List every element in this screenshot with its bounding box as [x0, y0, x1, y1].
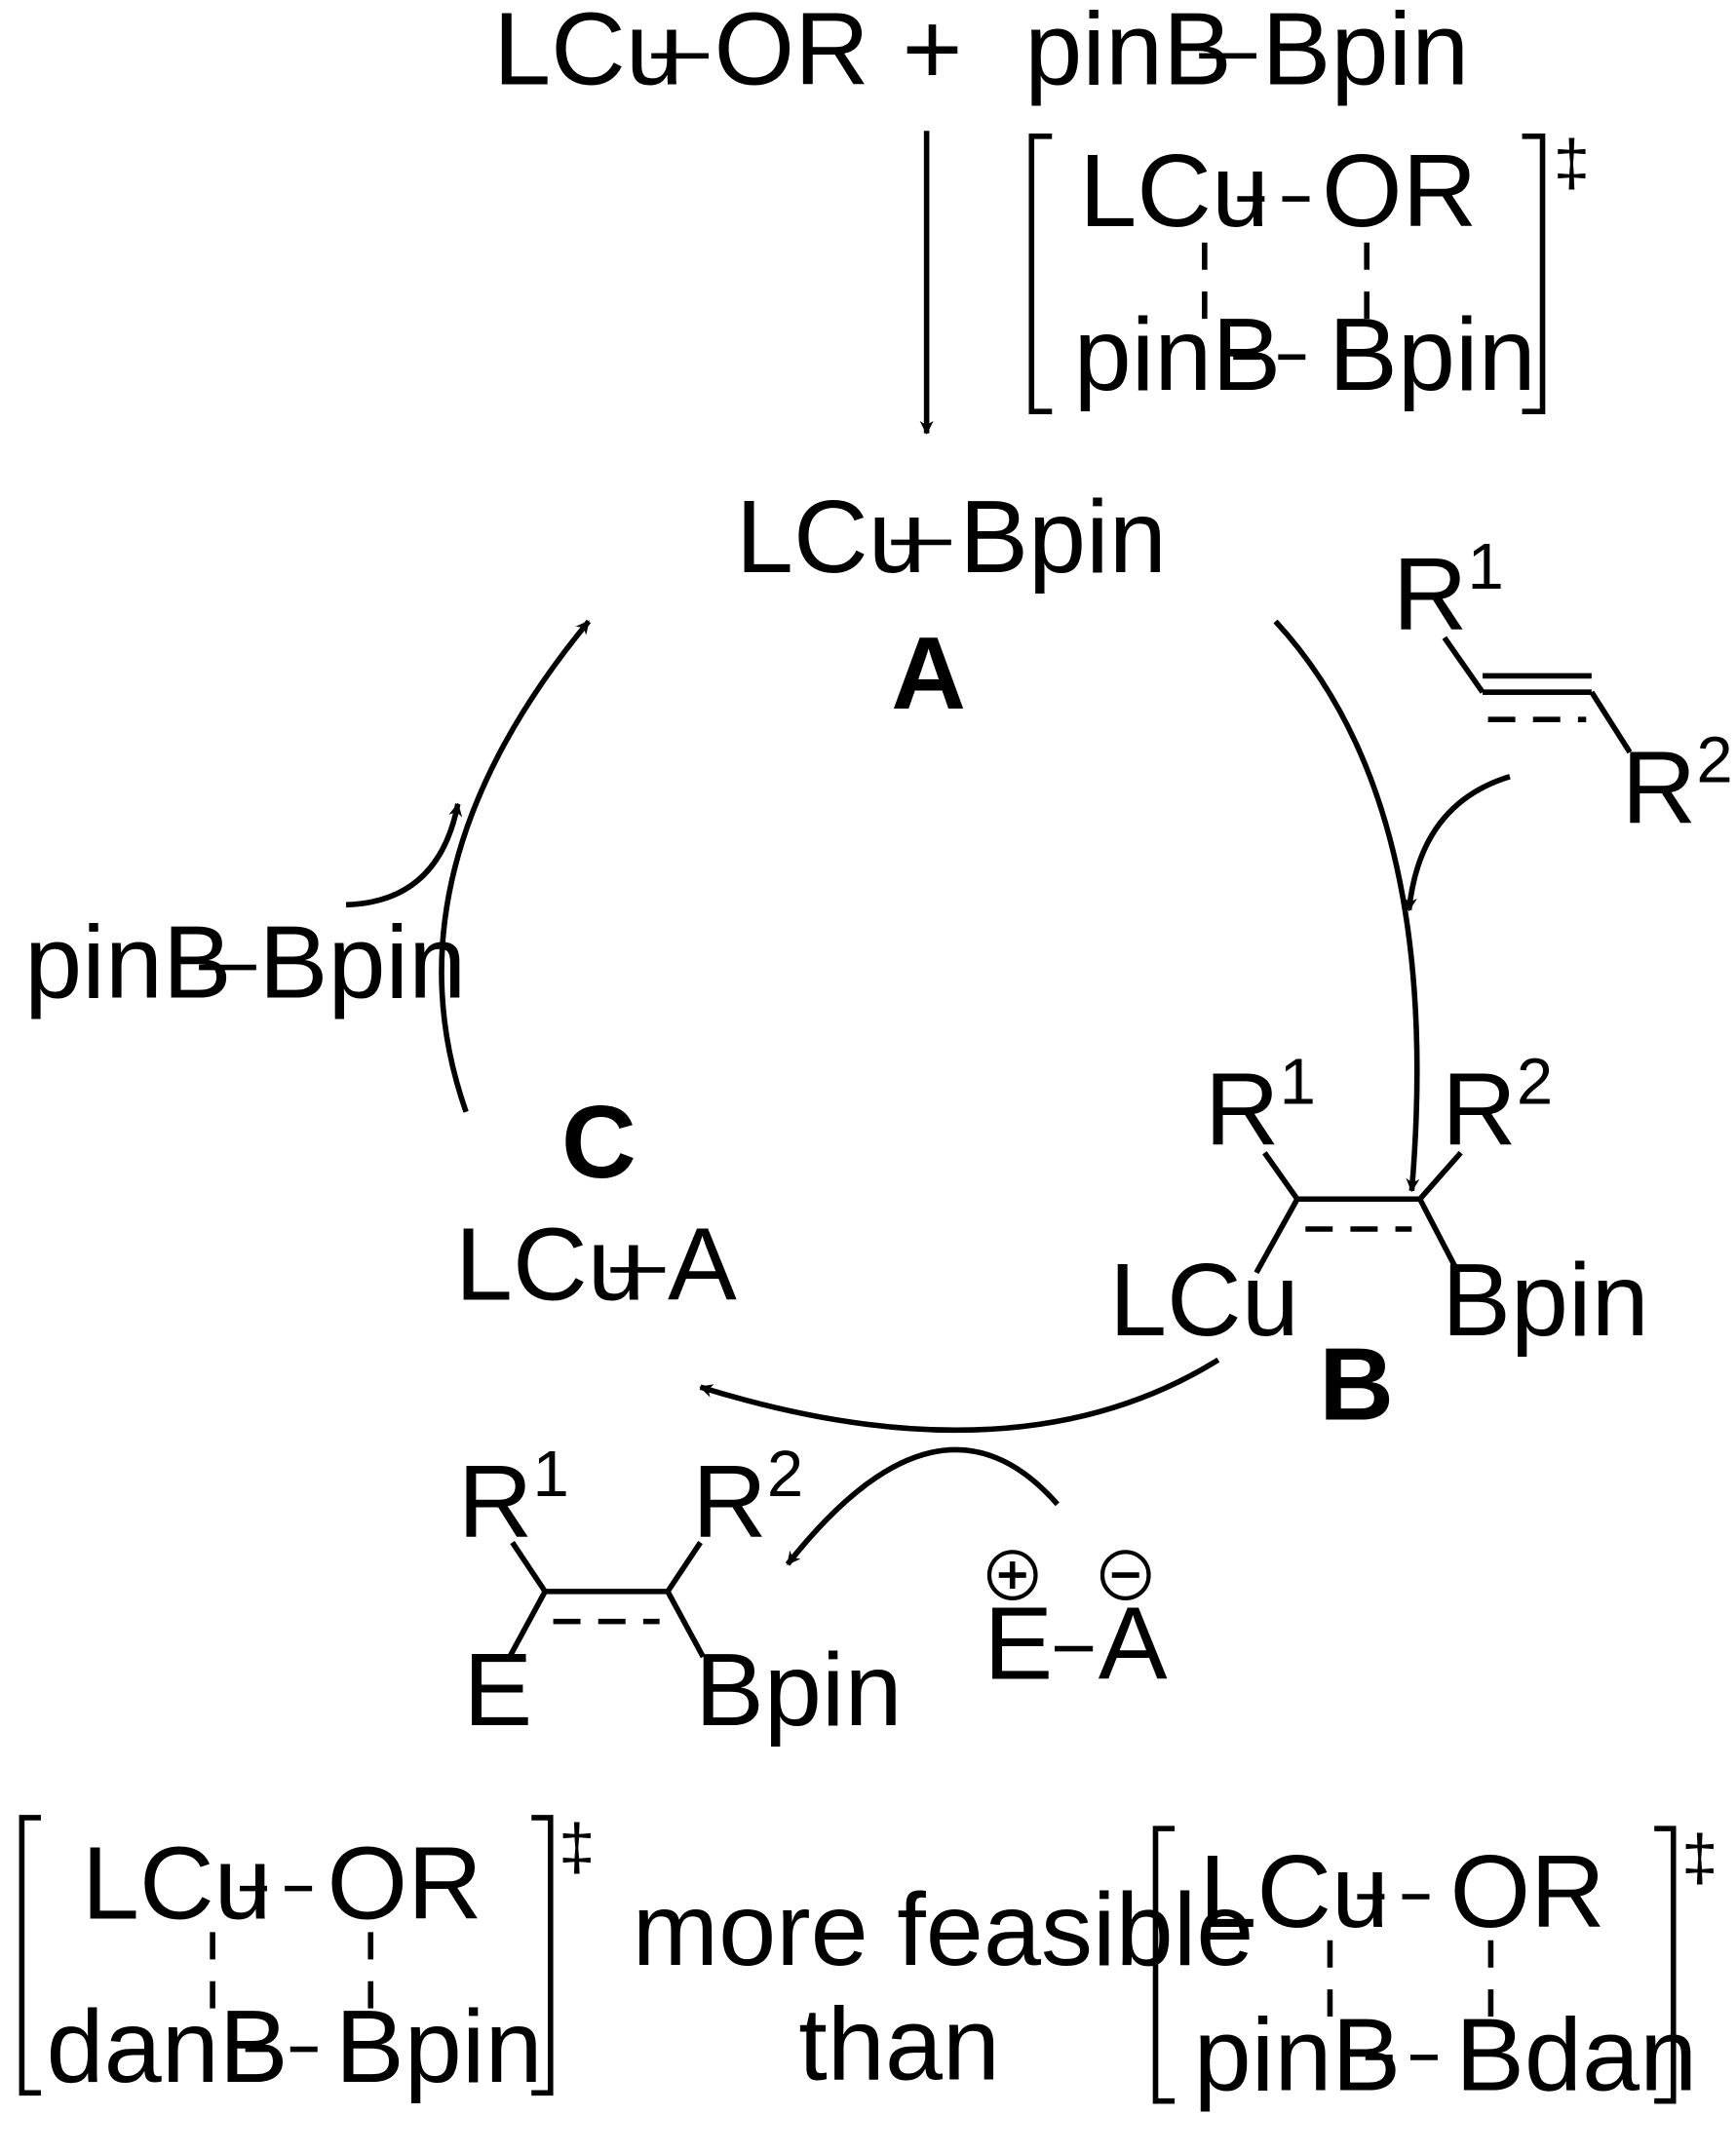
plus-sign: +	[902, 0, 962, 107]
ts-dagger: ‡	[1554, 127, 1590, 200]
product-release-arrow	[785, 1446, 1060, 1566]
product-e-bond	[507, 1590, 548, 1659]
product-e: E	[463, 1632, 532, 1748]
ts-or: OR	[1322, 133, 1477, 249]
product: R1 R2 E Bpin	[458, 1438, 903, 1748]
A-label: A	[891, 615, 966, 731]
cmp-left-dagger: ‡	[559, 1811, 595, 1884]
cmp-right-bdan: Bdan	[1455, 1997, 1697, 2113]
B-lcu: LCu	[1109, 1242, 1299, 1358]
alkyne-entry-arrow	[1403, 774, 1511, 912]
B-bpin: Bpin	[1442, 1242, 1649, 1358]
product-r2-bond	[665, 1540, 703, 1594]
B-r1: R1	[1205, 1045, 1316, 1167]
B-label: B	[1319, 1326, 1394, 1442]
electrophile: E A	[984, 1550, 1168, 1701]
alkyne-substrate: R1 R2	[1393, 530, 1733, 845]
A-bpin: Bpin	[959, 479, 1167, 595]
B-r2: R2	[1442, 1045, 1553, 1167]
cmp-left-bracket-open	[19, 1815, 41, 2096]
product-r1: R1	[458, 1438, 569, 1559]
comparison-ts-right: ‡ LCu OR pinB Bdan	[1152, 1822, 1717, 2113]
product-b-bond	[665, 1590, 706, 1659]
alkyne-r2: R2	[1622, 723, 1733, 845]
species-A: LCu Bpin A	[736, 479, 1167, 731]
B-cu-bond	[1254, 1197, 1300, 1275]
reactant-bpin-label: Bpin	[1262, 0, 1470, 107]
cmp-right-lcu: LCu	[1199, 1833, 1389, 1949]
B-b-bond	[1417, 1197, 1458, 1269]
ts-pinb: pinB	[1074, 296, 1282, 412]
cmp-right-bracket-close	[1654, 1826, 1677, 2104]
cmp-left-danb: danB	[47, 1988, 289, 2104]
product-r2: R2	[692, 1438, 803, 1559]
cmp-right-dagger: ‡	[1681, 1822, 1717, 1895]
cmp-left-bracket-close	[531, 1815, 554, 2096]
alkyne-r2-bond	[1589, 690, 1633, 754]
product-r1-bond	[510, 1540, 548, 1594]
ts-bpin: Bpin	[1329, 296, 1536, 412]
cycle-arrow-B-to-C	[699, 1357, 1220, 1434]
comparison-text-line1: more feasible	[633, 1871, 1254, 1987]
electrophile-e: E	[984, 1585, 1053, 1701]
cmp-left-or: OR	[328, 1825, 482, 1941]
top-transition-state: ‡ LCu OR pinB Bpin	[1028, 127, 1590, 414]
comparison-text-line2: than	[798, 1985, 1000, 2101]
C-anion: A	[668, 1207, 737, 1323]
ts-right-bracket	[1522, 134, 1546, 414]
cycle-arrow-A-to-B	[1273, 619, 1420, 1193]
species-C: C LCu A	[455, 1084, 737, 1323]
reactant-or-label: OR	[714, 0, 869, 107]
regen-bpin: Bpin	[259, 903, 467, 1019]
C-label: C	[561, 1084, 637, 1200]
diboron-regeneration: pinB Bpin	[24, 903, 466, 1019]
product-bpin: Bpin	[695, 1632, 903, 1748]
alkyne-r1: R1	[1393, 530, 1504, 652]
C-lcu: LCu	[455, 1207, 645, 1323]
ts-lcu: LCu	[1079, 133, 1269, 249]
cmp-right-or: OR	[1449, 1833, 1604, 1949]
cmp-left-lcu: LCu	[82, 1825, 272, 1941]
cycle-arrow-C-to-A	[439, 619, 592, 1113]
alkyne-r1-bond	[1442, 635, 1485, 694]
cmp-right-pinb: pinB	[1194, 1997, 1402, 2113]
reactant-pinb-label: pinB	[1024, 0, 1232, 107]
comparison-ts-left: ‡ LCu OR danB Bpin	[19, 1811, 596, 2104]
species-B: R1 R2 LCu Bpin B	[1109, 1045, 1649, 1442]
cmp-right-bracket-open	[1152, 1826, 1176, 2104]
ts-left-bracket	[1028, 134, 1053, 414]
negative-charge-circle	[1099, 1550, 1151, 1600]
positive-charge-circle	[986, 1550, 1038, 1600]
cmp-left-bpin: Bpin	[335, 1988, 543, 2104]
diboron-entry-arrow	[346, 802, 463, 908]
A-lcu: LCu	[736, 479, 926, 595]
regen-pinb: pinB	[24, 903, 232, 1019]
B-r1-bond	[1262, 1151, 1300, 1201]
B-r2-bond	[1417, 1150, 1463, 1202]
electrophile-a: A	[1099, 1585, 1168, 1701]
